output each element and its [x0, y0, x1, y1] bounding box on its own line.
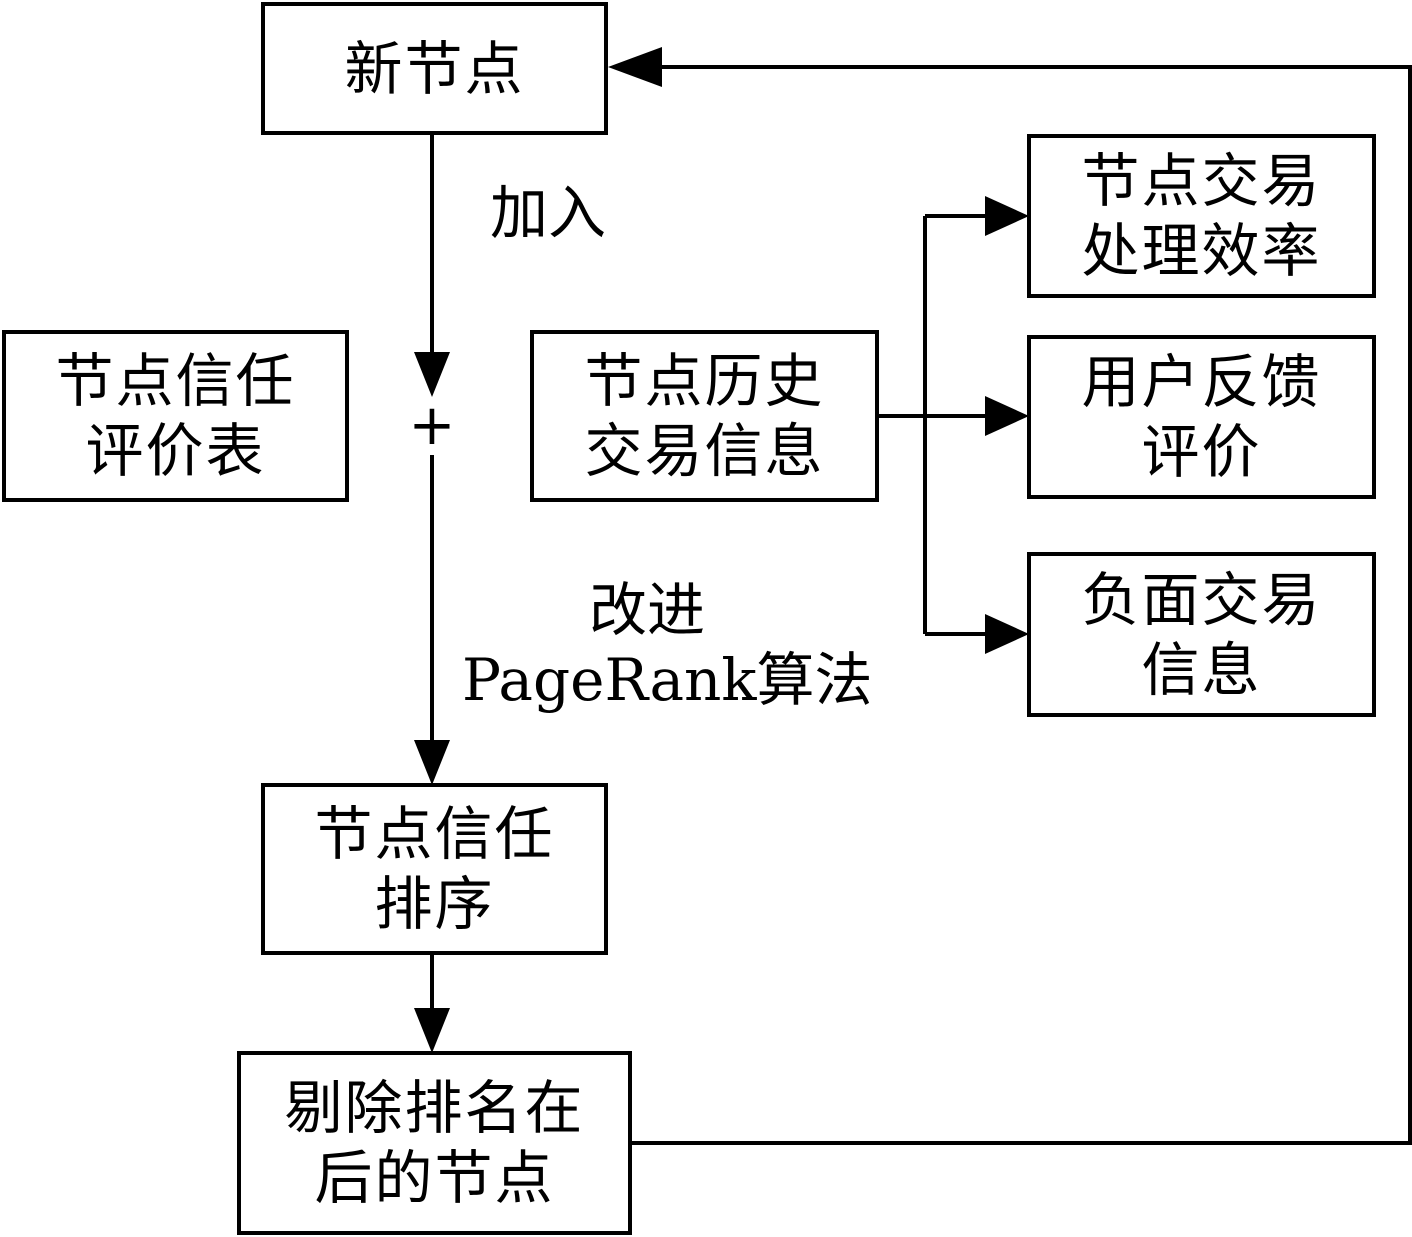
node-rank-line1: 节点信任	[314, 800, 555, 868]
node-processing-efficiency: 节点交易 处理效率	[1027, 134, 1376, 298]
node-remove-low-ranked: 剔除排名在 后的节点	[237, 1051, 632, 1235]
node-trust-table-line2: 评价表	[85, 417, 266, 485]
node-negative-line1: 负面交易	[1081, 565, 1322, 634]
label-algorithm-line1: 改进	[588, 576, 705, 644]
junction-plus: +	[407, 393, 457, 458]
node-trust-table-line1: 节点信任	[55, 347, 296, 415]
node-feedback-line1: 用户反馈	[1081, 348, 1322, 416]
arrowhead-into-feedback	[985, 396, 1029, 436]
node-feedback-line2: 评价	[1141, 418, 1262, 486]
node-negative-line2: 信息	[1141, 635, 1262, 704]
node-new-node-text: 新节点	[344, 34, 525, 103]
node-history-transaction-info: 节点历史 交易信息	[530, 330, 879, 502]
node-negative-transactions: 负面交易 信息	[1027, 552, 1376, 717]
node-new-node: 新节点	[261, 2, 608, 135]
edge-remove-loop-back	[630, 65, 1412, 1145]
node-efficiency-line2: 处理效率	[1081, 217, 1322, 285]
node-trust-evaluation-table: 节点信任 评价表	[2, 330, 349, 502]
label-algorithm-line2: PageRank算法	[462, 646, 873, 714]
node-history-line2: 交易信息	[584, 417, 825, 485]
arrowhead-into-negative	[985, 614, 1029, 654]
arrowhead-into-remove	[414, 1008, 450, 1053]
node-rank-line2: 排序	[374, 870, 495, 938]
arrowhead-into-rank	[414, 740, 450, 785]
label-algorithm: 改进 PageRank算法	[462, 575, 873, 715]
node-history-line1: 节点历史	[584, 347, 825, 415]
arrowhead-into-new-node	[608, 47, 662, 87]
node-remove-line1: 剔除排名在	[284, 1074, 585, 1142]
node-user-feedback: 用户反馈 评价	[1027, 335, 1376, 499]
arrowhead-into-plus	[414, 352, 450, 397]
node-trust-ranking: 节点信任 排序	[261, 783, 608, 955]
arrowhead-into-efficiency	[985, 196, 1029, 236]
node-remove-line2: 后的节点	[314, 1144, 555, 1212]
node-efficiency-line1: 节点交易	[1081, 147, 1322, 215]
label-join: 加入	[490, 179, 607, 247]
